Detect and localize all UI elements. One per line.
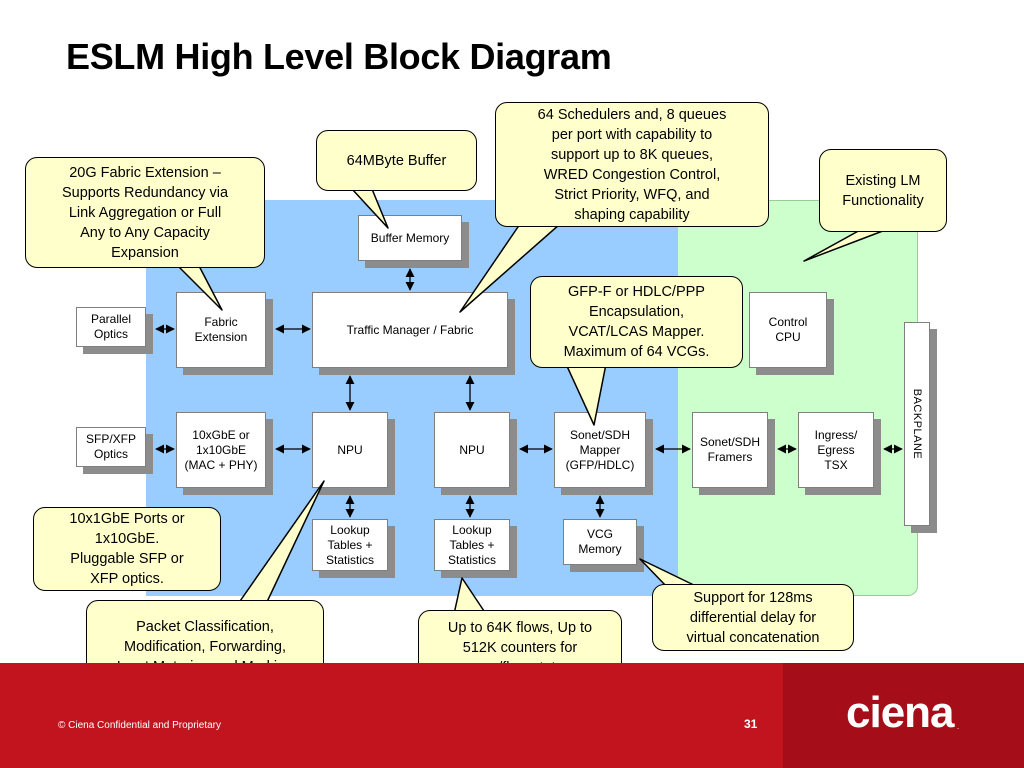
control-cpu-block: Control CPU xyxy=(749,292,827,368)
fabric-extension-callout: 20G Fabric Extension – Supports Redundan… xyxy=(25,157,265,268)
npu-block-1: NPU xyxy=(312,412,388,488)
fabric-callout-pointer xyxy=(175,263,223,311)
traffic-manager-block: Traffic Manager / Fabric xyxy=(312,292,508,368)
flows-callout-pointer xyxy=(453,577,487,615)
npu-block-2: NPU xyxy=(434,412,510,488)
footer-copyright: © Ciena Confidential and Proprietary xyxy=(58,720,222,731)
ingress-egress-tsx-block: Ingress/ Egress TSX xyxy=(798,412,874,488)
page-number: 31 xyxy=(744,717,758,731)
gfp-callout: GFP-F or HDLC/PPP Encapsulation, VCAT/LC… xyxy=(530,276,743,368)
vcg-memory-block: VCG Memory xyxy=(563,519,637,565)
parallel-optics-block: Parallel Optics xyxy=(76,307,146,347)
sonet-sdh-framers-block: Sonet/SDH Framers xyxy=(692,412,768,488)
sonet-sdh-mapper-block: Sonet/SDH Mapper (GFP/HDLC) xyxy=(554,412,646,488)
gbe-mac-phy-block: 10xGbE or 1x10GbE (MAC + PHY) xyxy=(176,412,266,488)
ciena-logo: ciena xyxy=(846,688,955,737)
existing-lm-callout-pointer xyxy=(803,228,889,262)
lookup-tables-block-2: Lookup Tables + Statistics xyxy=(434,519,510,571)
packet-classification-callout-pointer xyxy=(237,480,325,605)
existing-lm-region xyxy=(678,200,918,596)
sfp-xfp-optics-block: SFP/XFP Optics xyxy=(76,427,146,467)
buffer-memory-block: Buffer Memory xyxy=(358,215,462,261)
slide-title: ESLM High Level Block Diagram xyxy=(66,36,612,77)
gfp-callout-pointer xyxy=(565,363,607,426)
lookup-tables-block-1: Lookup Tables + Statistics xyxy=(312,519,388,571)
backplane-block: BACKPLANE xyxy=(904,322,930,526)
gbe-ports-callout: 10x1GbE Ports or 1x10GbE. Pluggable SFP … xyxy=(33,507,221,591)
scheduler-callout: 64 Schedulers and, 8 queues per port wit… xyxy=(495,102,769,227)
existing-lm-callout: Existing LM Functionality xyxy=(819,149,947,232)
ciena-logo-mark: . xyxy=(957,722,960,731)
buffer-callout: 64MByte Buffer xyxy=(316,130,477,191)
footer-logo-panel xyxy=(783,663,1024,768)
differential-delay-callout: Support for 128ms differential delay for… xyxy=(652,584,854,651)
fabric-extension-block: Fabric Extension xyxy=(176,292,266,368)
buffer-callout-pointer xyxy=(351,188,389,229)
